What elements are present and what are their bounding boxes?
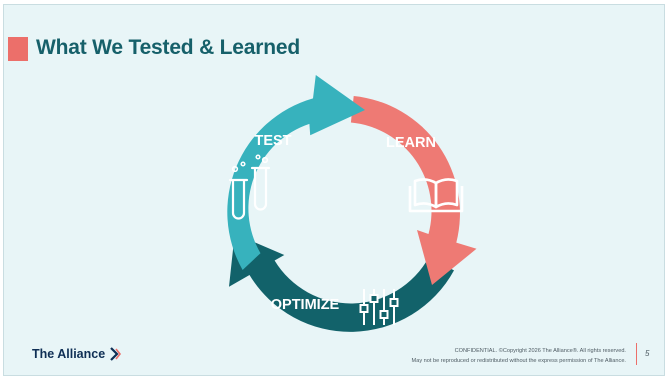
test-arrow (227, 75, 365, 270)
optimize-arrow (229, 233, 454, 332)
slide: What We Tested & Learned (3, 4, 665, 376)
company-logo: The Alliance (32, 347, 122, 361)
test-label: TEST (254, 133, 291, 149)
chevron-mark-icon (110, 347, 122, 361)
sliders-icon (359, 289, 399, 325)
learn-label: LEARN (386, 135, 436, 151)
open-book-icon (408, 178, 464, 213)
title-accent-bar (8, 37, 28, 61)
legal-line-2: May not be reproduced or redistributed w… (411, 358, 626, 364)
cycle-diagram: TEST LEARN OPTIMIZE (227, 75, 477, 332)
legal-notice: CONFIDENTIAL. ©Copyright 2026 The Allian… (412, 346, 626, 366)
page-number: 5 (645, 349, 650, 358)
logo-text: The Alliance (32, 347, 106, 361)
footer-divider (636, 343, 637, 365)
learn-arrow (350, 96, 477, 285)
test-tubes-icon (228, 154, 271, 220)
optimize-label: OPTIMIZE (271, 297, 340, 313)
slide-title: What We Tested & Learned (36, 36, 300, 59)
legal-line-1: CONFIDENTIAL. ©Copyright 2026 The Allian… (454, 348, 626, 354)
